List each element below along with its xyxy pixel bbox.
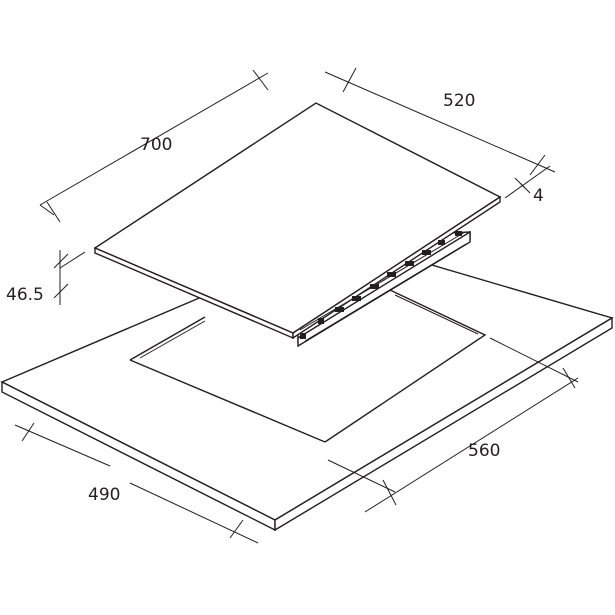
dim-line-cutout-width <box>364 377 579 513</box>
dim-tick <box>562 367 576 389</box>
dim-line-glass-thickness <box>504 165 551 199</box>
vent <box>300 333 306 339</box>
hob-vents <box>299 231 467 342</box>
cutout <box>129 268 487 443</box>
dim-line-hob-width <box>324 71 556 173</box>
vent <box>438 240 445 245</box>
dim-ext <box>327 459 396 493</box>
dim-tick <box>53 283 69 299</box>
dim-tick <box>229 519 244 539</box>
cutout-inner-edge <box>139 320 206 359</box>
label-cutout-depth: 490 <box>88 485 120 505</box>
dim-line-cutout-depth-a <box>14 424 111 467</box>
cutout-inner-edge-right <box>394 294 479 335</box>
dim-tick <box>53 253 69 269</box>
hob-housing <box>297 230 471 348</box>
vent <box>335 307 344 312</box>
housing-rib <box>304 243 467 342</box>
vent <box>370 284 379 289</box>
dim-tick <box>529 154 546 176</box>
dim-line-hob-depth <box>39 72 269 206</box>
label-hob-height: 46.5 <box>6 285 44 305</box>
cutout-front-left-edge <box>129 359 326 443</box>
vent <box>405 261 414 266</box>
cutout-back-right-edge <box>324 289 487 443</box>
hob-glass-edge-right <box>292 195 501 340</box>
dim-tick <box>252 69 269 91</box>
dim-tick <box>382 479 397 506</box>
vent <box>387 272 396 277</box>
housing-rib <box>299 231 466 331</box>
dim-ext <box>39 204 55 216</box>
dim-tick <box>342 67 357 93</box>
label-glass-thickness: 4 <box>533 186 544 206</box>
dim-ext <box>489 337 579 383</box>
dimension-labels: 700 520 4 46.5 490 560 <box>6 91 544 505</box>
dim-tick <box>46 201 61 223</box>
vent <box>455 231 462 236</box>
label-hob-width: 520 <box>443 91 475 111</box>
worktop-right-edge <box>274 316 613 532</box>
dim-line-cutout-depth-b <box>129 482 259 544</box>
label-hob-depth: 700 <box>140 135 172 155</box>
cutout-back-left-edge <box>129 316 206 361</box>
label-cutout-width: 560 <box>468 441 500 461</box>
vent <box>422 250 431 255</box>
vent <box>352 296 361 301</box>
dim-ext <box>59 251 86 269</box>
vent <box>318 318 324 324</box>
dimension-lines <box>14 67 579 544</box>
hob <box>93 102 502 348</box>
dim-tick <box>514 177 526 189</box>
dim-tick <box>21 422 35 442</box>
